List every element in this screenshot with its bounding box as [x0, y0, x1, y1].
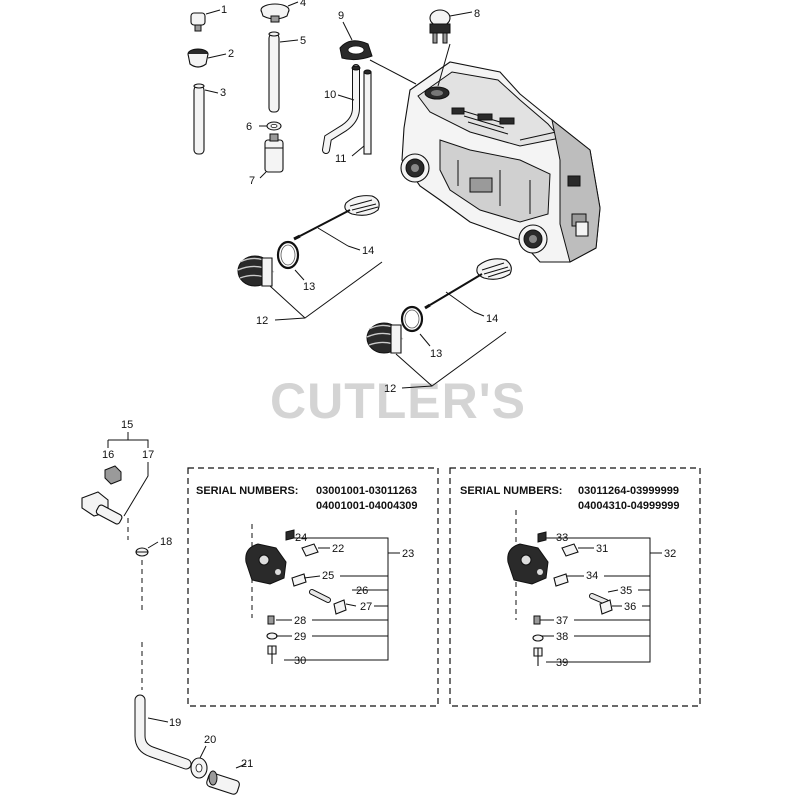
callout-16[interactable]: 16	[102, 449, 114, 461]
part-9-clip	[339, 40, 373, 61]
callout-14b[interactable]: 14	[486, 313, 498, 325]
leaders-right-box	[540, 537, 662, 663]
callout-9[interactable]: 9	[338, 10, 344, 22]
part-20-washer	[190, 757, 208, 779]
bracket-12a	[269, 261, 383, 319]
part-7-filter	[264, 133, 284, 173]
leader-12a	[274, 317, 306, 321]
callout-6[interactable]: 6	[246, 121, 252, 133]
serial-box-left	[187, 467, 439, 707]
callout-20[interactable]: 20	[204, 734, 216, 746]
callout-12a[interactable]: 12	[256, 315, 268, 327]
leader-13b	[419, 333, 431, 347]
leader-12b	[401, 385, 433, 389]
callout-39[interactable]: 39	[556, 657, 568, 669]
part-5-hose	[268, 31, 280, 113]
callout-5[interactable]: 5	[300, 35, 306, 47]
part-10-bent-hose	[322, 64, 361, 154]
callout-14a[interactable]: 14	[362, 245, 374, 257]
part-18-fitting	[135, 547, 149, 557]
callout-29[interactable]: 29	[294, 631, 306, 643]
callout-11[interactable]: 11	[335, 153, 346, 165]
serial-box-right	[449, 467, 701, 707]
leader-13a	[294, 269, 305, 281]
part-11-hose	[363, 69, 372, 155]
part-1-cap	[190, 12, 206, 32]
callout-28[interactable]: 28	[294, 615, 306, 627]
callout-31[interactable]: 31	[596, 543, 608, 555]
leader-21	[235, 763, 247, 769]
callout-12b[interactable]: 12	[384, 383, 396, 395]
callout-8[interactable]: 8	[474, 8, 480, 20]
callout-25[interactable]: 25	[322, 570, 334, 582]
serial-left-range-2: 04001001-04004309	[316, 500, 418, 512]
leader-20	[199, 745, 207, 759]
callout-33[interactable]: 33	[556, 532, 568, 544]
callout-13b[interactable]: 13	[430, 348, 442, 360]
callout-3[interactable]: 3	[220, 87, 226, 99]
leader-14a-b	[347, 245, 361, 251]
part-6-washer	[266, 121, 282, 131]
part-16-block	[104, 465, 122, 485]
callout-13a[interactable]: 13	[303, 281, 315, 293]
part-19-bent-tube	[134, 694, 192, 770]
watermark-text: CUTLER'S	[270, 373, 526, 429]
leader-14b-b	[473, 311, 485, 317]
callout-10[interactable]: 10	[324, 89, 336, 101]
serial-right-range-2: 04004310-04999999	[578, 500, 680, 512]
callout-18[interactable]: 18	[160, 536, 172, 548]
callout-22[interactable]: 22	[332, 543, 344, 555]
leader-19	[147, 717, 169, 723]
callout-32[interactable]: 32	[664, 548, 676, 560]
leader-8-housing	[437, 43, 451, 87]
callout-1[interactable]: 1	[221, 4, 227, 16]
serial-right-label: SERIAL NUMBERS:	[460, 485, 562, 497]
callout-30[interactable]: 30	[294, 655, 306, 667]
leader-14a	[317, 227, 349, 247]
callout-15[interactable]: 15	[121, 419, 133, 431]
callout-4[interactable]: 4	[300, 0, 306, 9]
callout-21[interactable]: 21	[241, 758, 253, 770]
oil-pump-assembly-left	[245, 524, 347, 664]
callout-24[interactable]: 24	[295, 532, 307, 544]
serial-left-range-1: 03001001-03011263	[316, 485, 417, 497]
callout-27[interactable]: 27	[360, 601, 372, 613]
leader-14b	[445, 291, 475, 313]
bracket-15	[107, 432, 149, 448]
callout-23[interactable]: 23	[402, 548, 414, 560]
callout-34[interactable]: 34	[586, 570, 598, 582]
part-3-hose	[193, 83, 205, 155]
serial-left-label: SERIAL NUMBERS:	[196, 485, 298, 497]
part-2-grommet	[187, 48, 209, 68]
callout-19[interactable]: 19	[169, 717, 181, 729]
callouts: 1 2 3 4 5 6 7 8 9 10 11 12 13 14 12 13 1…	[102, 0, 676, 770]
callout-26[interactable]: 26	[356, 585, 368, 597]
leaders-left-box	[276, 537, 400, 661]
filler-assembly-b	[366, 258, 512, 354]
part-8-primer-bulb	[429, 9, 451, 44]
callout-17[interactable]: 17	[142, 449, 154, 461]
callout-35[interactable]: 35	[620, 585, 632, 597]
callout-37[interactable]: 37	[556, 615, 568, 627]
part-17-pump	[81, 462, 149, 525]
filler-assembly-a	[237, 195, 380, 287]
oil-pump-assembly-right	[507, 510, 613, 666]
serial-right-range-1: 03011264-03999999	[578, 485, 679, 497]
callout-38[interactable]: 38	[556, 631, 568, 643]
callout-7[interactable]: 7	[249, 175, 255, 187]
part-21-pin	[206, 770, 240, 795]
callout-2[interactable]: 2	[228, 48, 234, 60]
callout-36[interactable]: 36	[624, 601, 636, 613]
tank-housing	[400, 61, 601, 263]
part-4-tank-cap	[260, 3, 290, 23]
leader-9-housing	[369, 59, 417, 85]
